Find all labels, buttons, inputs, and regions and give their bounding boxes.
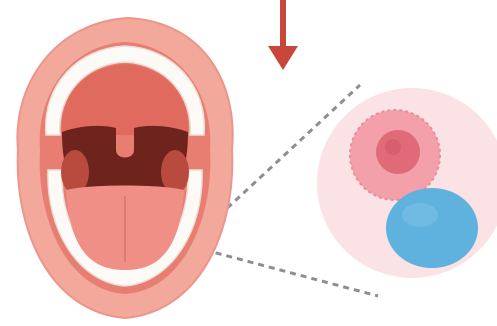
blue-cell [386,188,478,268]
pink-cell [350,110,440,200]
open-mouth-icon [17,18,232,318]
magnified-cells-icon [317,88,497,278]
dashed-line-bottom [205,250,378,296]
arrow-down-icon [268,0,298,70]
